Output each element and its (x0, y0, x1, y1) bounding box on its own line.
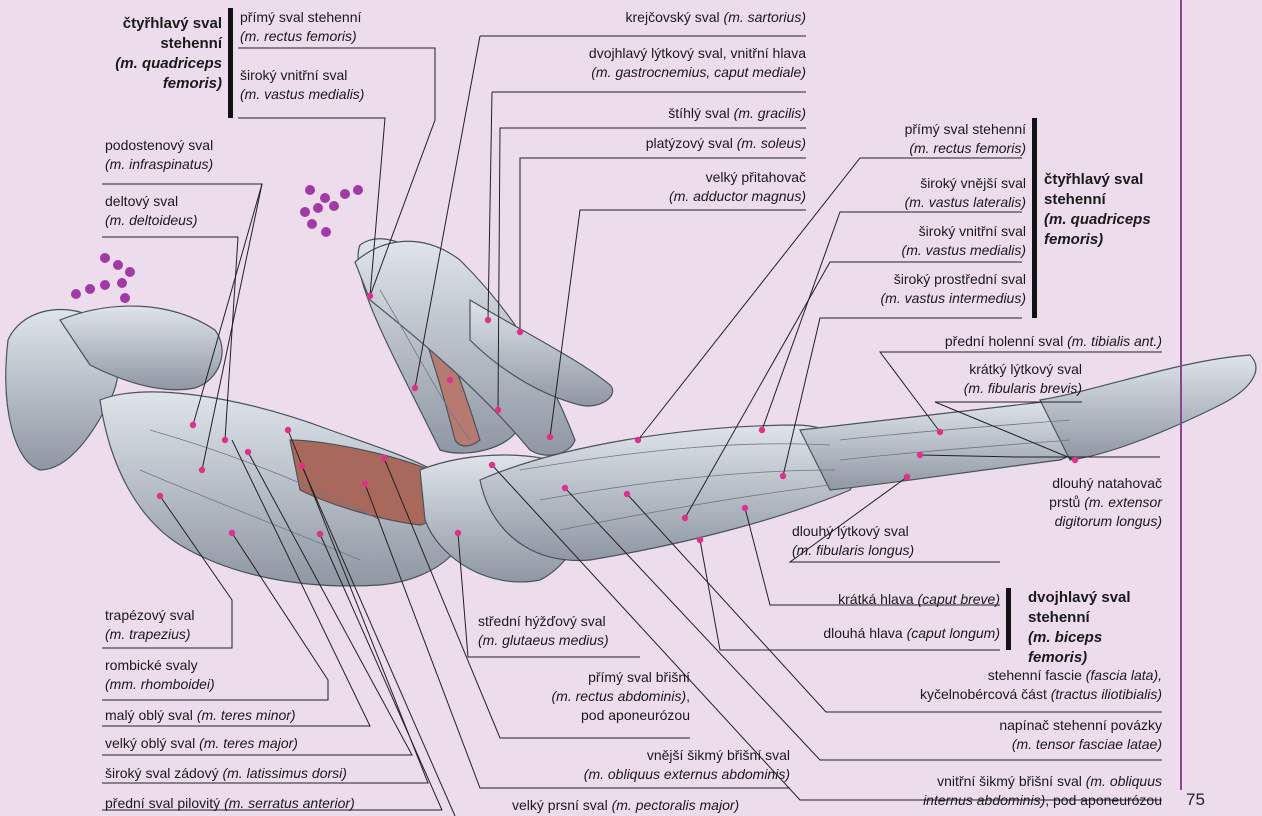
label-vastus-intermedius: široký prostřední sval(m. vastus interme… (830, 270, 1026, 308)
group-bracket (228, 8, 233, 118)
label-rectus-femoris-left: přímý sval stehenní(m. rectus femoris) (240, 8, 361, 46)
group-latin: (m. biceps femoris) (1028, 628, 1158, 668)
label-vastus-lateralis: široký vnější sval(m. vastus lateralis) (840, 174, 1026, 212)
group-latin: (m. quadriceps femoris) (1044, 210, 1174, 250)
label-obliquus-internus: vnitřní šikmý břišní sval (m. obliquus i… (800, 772, 1162, 810)
label-rectus-abdominis: přímý sval břišní (m. rectus abdominis),… (500, 668, 690, 725)
body-figure (6, 239, 1256, 586)
page-margin-rule (1180, 0, 1182, 790)
label-gluteus-medius: střední hýžďový sval(m. glutaeus medius) (478, 612, 609, 650)
group-biceps-femoris: dvojhlavý sval stehenní (m. biceps femor… (1028, 588, 1158, 668)
label-rhomboidei: rombické svaly(mm. rhomboidei) (105, 656, 215, 694)
group-bracket (1032, 118, 1037, 318)
label-sartorius: krejčovský sval (m. sartorius) (480, 8, 806, 27)
group-quadriceps-right: čtyřhlavý sval stehenní (m. quadriceps f… (1044, 170, 1174, 250)
label-deltoideus: deltový sval(m. deltoideus) (105, 192, 198, 230)
group-title: čtyřhlavý sval stehenní (1044, 170, 1174, 210)
group-latin: (m. quadriceps femoris) (60, 54, 222, 94)
label-caput-longum: dlouhá hlava (caput longum) (760, 624, 1000, 643)
label-caput-breve: krátká hlava (caput breve) (780, 590, 1000, 609)
label-tibialis-anterior: přední holenní sval (m. tibialis ant.) (860, 332, 1162, 351)
label-vastus-medialis-right: široký vnitřní sval(m. vastus medialis) (840, 222, 1026, 260)
label-tensor-fasciae: napínač stehenní povázky(m. tensor fasci… (820, 716, 1162, 754)
label-extensor-digitorum: dlouhý natahovač prstů (m. extensor digi… (1000, 474, 1162, 531)
label-teres-minor: malý oblý sval (m. teres minor) (105, 706, 296, 725)
label-infraspinatus: podostenový sval(m. infraspinatus) (105, 136, 213, 174)
label-fibularis-brevis: krátký lýtkový sval(m. fibularis brevis) (930, 360, 1082, 398)
label-trapezius: trapézový sval(m. trapezius) (105, 606, 194, 644)
page-number: 75 (1186, 790, 1205, 810)
label-serratus-anterior: přední sval pilovitý (m. serratus anteri… (105, 794, 355, 813)
label-vastus-medialis-left: široký vnitřní sval(m. vastus medialis) (240, 66, 364, 104)
label-pectoralis-major: velký prsní sval (m. pectoralis major) (512, 796, 739, 815)
label-fibularis-longus: dlouhý lýtkový sval(m. fibularis longus) (792, 522, 914, 560)
label-gracilis: štíhlý sval (m. gracilis) (480, 104, 806, 123)
label-fascia-lata: stehenní fascie (fascia lata), kyčelnobé… (820, 666, 1162, 704)
label-teres-major: velký oblý sval (m. teres major) (105, 734, 298, 753)
label-adductor-magnus: velký přitahovač(m. adductor magnus) (480, 168, 806, 206)
group-quadriceps-left: čtyřhlavý sval stehenní (m. quadriceps f… (60, 14, 222, 94)
group-title: dvojhlavý sval stehenní (1028, 588, 1158, 628)
label-soleus: platýzový sval (m. soleus) (480, 134, 806, 153)
label-latissimus-dorsi: široký sval zádový (m. latissimus dorsi) (105, 764, 347, 783)
label-obliquus-externus: vnější šikmý břišní sval(m. obliquus ext… (490, 746, 790, 784)
label-rectus-femoris-right: přímý sval stehenní(m. rectus femoris) (840, 120, 1026, 158)
group-bracket (1006, 588, 1011, 650)
group-title: čtyřhlavý sval stehenní (72, 14, 222, 54)
label-gastrocnemius: dvojhlavý lýtkový sval, vnitřní hlava(m.… (480, 44, 806, 82)
